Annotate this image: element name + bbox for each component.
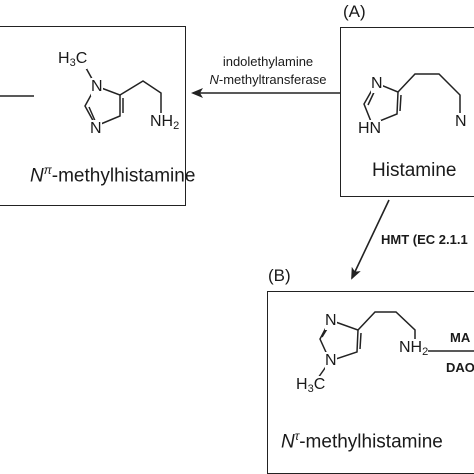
npi-ring-n-top: N: [91, 78, 103, 96]
ntau-nh2: NH2: [399, 339, 429, 358]
npi-name: Nπ-methylhistamine: [30, 163, 195, 187]
ntau-name: Nτ-methylhistamine: [281, 429, 443, 453]
npi-name-sup: π: [43, 163, 52, 177]
ntau-h3c: H3C: [296, 376, 326, 395]
npi-nh2: NH2: [150, 113, 180, 132]
ntau-h3c-h: H: [296, 376, 308, 393]
histamine-name: Histamine: [372, 160, 457, 181]
npi-h3c-h: H: [58, 50, 70, 67]
ntau-name-n: N: [281, 431, 295, 453]
ntau-name-suffix: -methylhistamine: [299, 431, 443, 453]
npi-name-n: N: [30, 165, 44, 187]
ntau-ring-n-top: N: [325, 312, 337, 330]
panel-b-label: (B): [268, 266, 291, 285]
hmt-arrow-down: [351, 199, 390, 280]
enzyme-left-line2-rest: -methyltransferase: [218, 72, 327, 87]
npi-name-suffix: -methylhistamine: [51, 165, 196, 187]
enzyme-left-line1: indolethylamine: [222, 54, 314, 69]
ntau-nh2-nh: NH: [399, 339, 423, 356]
npi-h3c: H3C: [58, 50, 88, 69]
panel-left-box: [0, 26, 186, 206]
panel-a-label: (A): [343, 2, 366, 21]
npi-nh2-nh: NH: [150, 113, 174, 130]
ntau-h3c-c: C: [313, 376, 326, 393]
npi-nh2-2: 2: [173, 120, 180, 132]
enzyme-down-label: HMT (EC 2.1.1: [381, 232, 468, 247]
panel-b-enzyme-top: MA: [450, 330, 471, 345]
histamine-ring-n-top: N: [371, 75, 383, 93]
ntau-name-sup: τ: [294, 429, 300, 443]
npi-h3c-c: C: [75, 50, 88, 67]
enzyme-left-line2: N-methyltransferase: [196, 71, 340, 89]
panel-b-enzyme-bottom: DAO: [446, 360, 474, 375]
histamine-ring-hn: HN: [358, 120, 382, 138]
npi-ring-n-bottom: N: [90, 120, 102, 138]
enzyme-left-label: indolethylamine N-methyltransferase: [196, 53, 340, 89]
histamine-amine-n: N: [455, 113, 467, 131]
npi-h3c-3: 3: [69, 57, 76, 69]
ntau-nh2-2: 2: [422, 346, 429, 358]
panel-a-box: [340, 27, 474, 197]
ntau-h3c-3: 3: [307, 383, 314, 395]
ntau-ring-n-bottom: N: [325, 352, 337, 370]
enzyme-left-line2-n: N: [209, 72, 219, 87]
